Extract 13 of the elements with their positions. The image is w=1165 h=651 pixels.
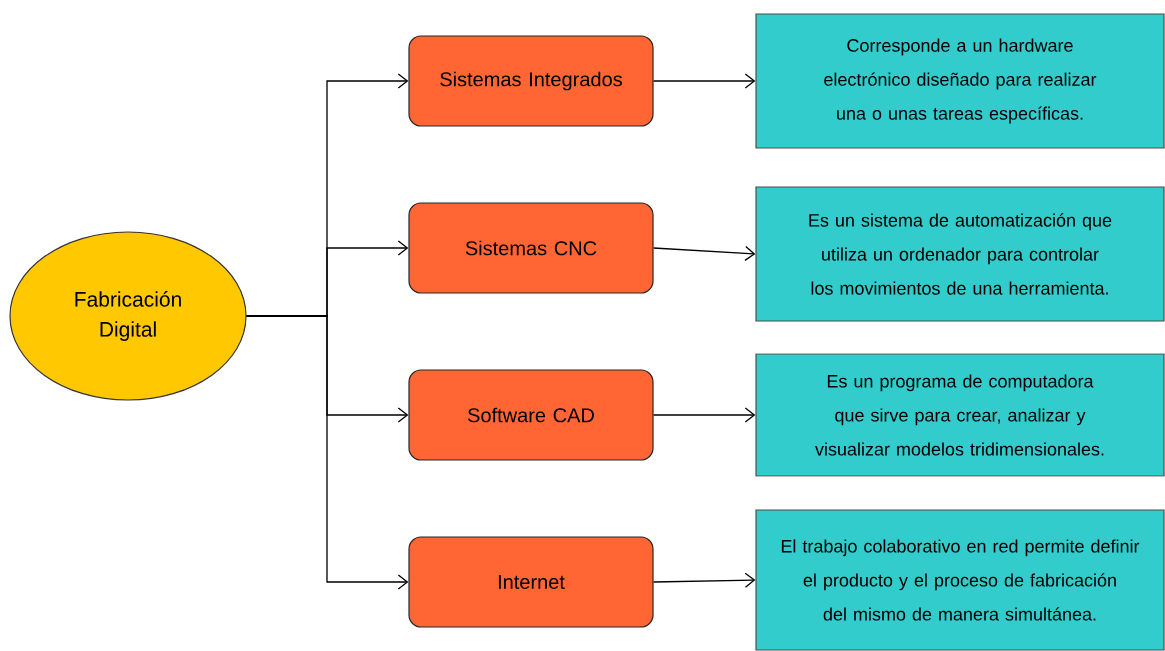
description-box: Corresponde a un hardware electrónico diseñado para realizar una o unas tareas específicas. [755, 13, 1165, 149]
process-box: Software CAD [408, 369, 654, 461]
description-box: Es un programa de computadora que sirve para crear, analizar y visualizar modelos tridimensionales. [755, 353, 1165, 477]
arrow [652, 73, 756, 89]
description-box: Es un sistema de automatización que utiliza un ordenador para controlar los movimientos de una herramienta. [755, 186, 1165, 322]
process-box: Internet [408, 536, 654, 628]
arrow [652, 245, 756, 262]
process-box: Sistemas Integrados [408, 35, 654, 127]
arrow [652, 572, 756, 588]
arrow [245, 315, 409, 590]
process-box: Sistemas CNC [408, 202, 654, 294]
arrow [652, 407, 756, 423]
description-box: El trabajo colaborativo en red permite definir el producto y el proceso de fabricación del mismo de manera simultánea. [755, 509, 1165, 651]
